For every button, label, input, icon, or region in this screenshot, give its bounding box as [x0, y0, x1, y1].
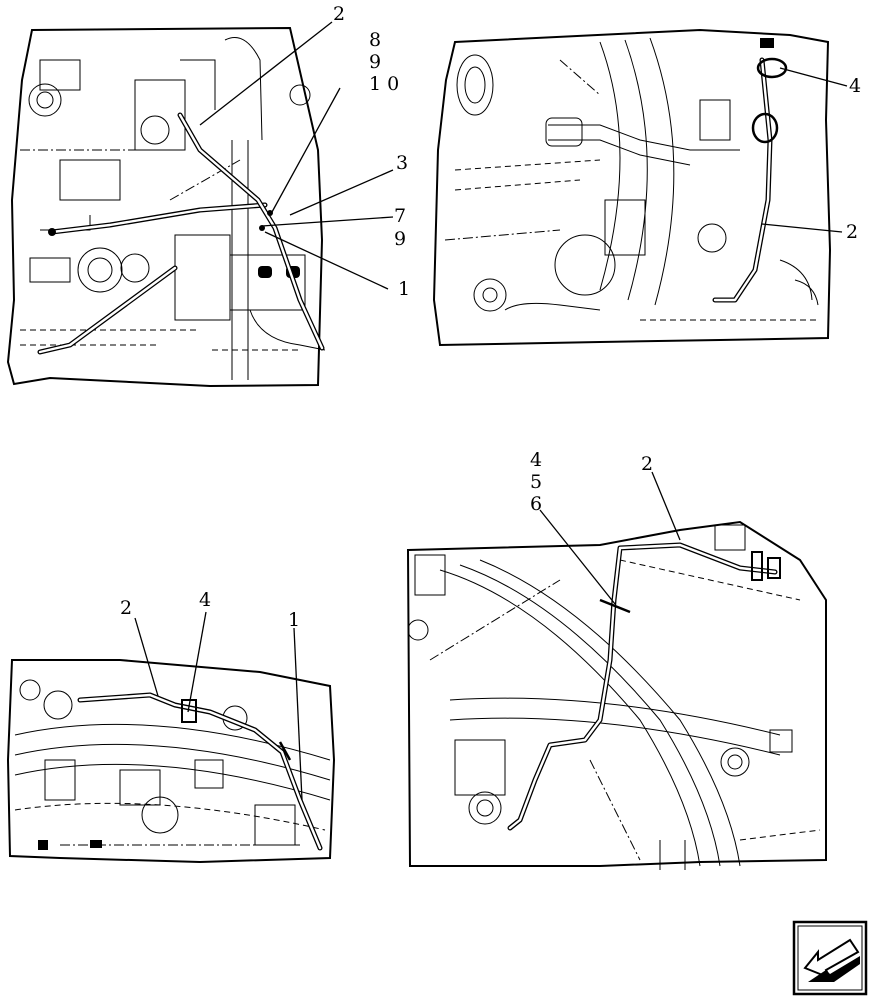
view-outline — [6, 26, 324, 388]
callout-label: 2 — [641, 453, 653, 475]
callout-label: 1 — [398, 278, 410, 300]
view-top-right: 4 2 — [432, 28, 861, 347]
callout-label: 5 — [530, 471, 542, 493]
callout-label: 9 — [369, 51, 381, 73]
callout-label: 6 — [530, 493, 542, 515]
callout-label: 8 — [369, 29, 381, 51]
view-top-left: 2 8 9 1 0 3 7 9 1 — [6, 3, 410, 388]
callout-label: 2 — [120, 597, 132, 619]
callout-label: 4 — [849, 75, 861, 97]
callout-label: 4 — [530, 449, 542, 471]
callout-label: 1 — [288, 609, 300, 631]
page-arrow-icon[interactable] — [792, 920, 868, 996]
view-bottom-right: 4 5 6 2 — [406, 449, 827, 870]
engine-detail — [407, 524, 821, 870]
view-bottom-left: 2 4 1 — [6, 589, 336, 864]
engine-detail — [444, 37, 820, 321]
callout-label: 4 — [199, 589, 211, 611]
view-outline — [6, 659, 336, 864]
callout-label: 7 — [394, 205, 406, 227]
callout-label: 9 — [394, 228, 406, 250]
callout-label: 1 0 — [369, 73, 399, 95]
callout-label: 2 — [333, 3, 345, 25]
callout-label: 3 — [396, 152, 408, 174]
callout-label: 2 — [846, 221, 858, 243]
view-outline — [432, 28, 832, 347]
